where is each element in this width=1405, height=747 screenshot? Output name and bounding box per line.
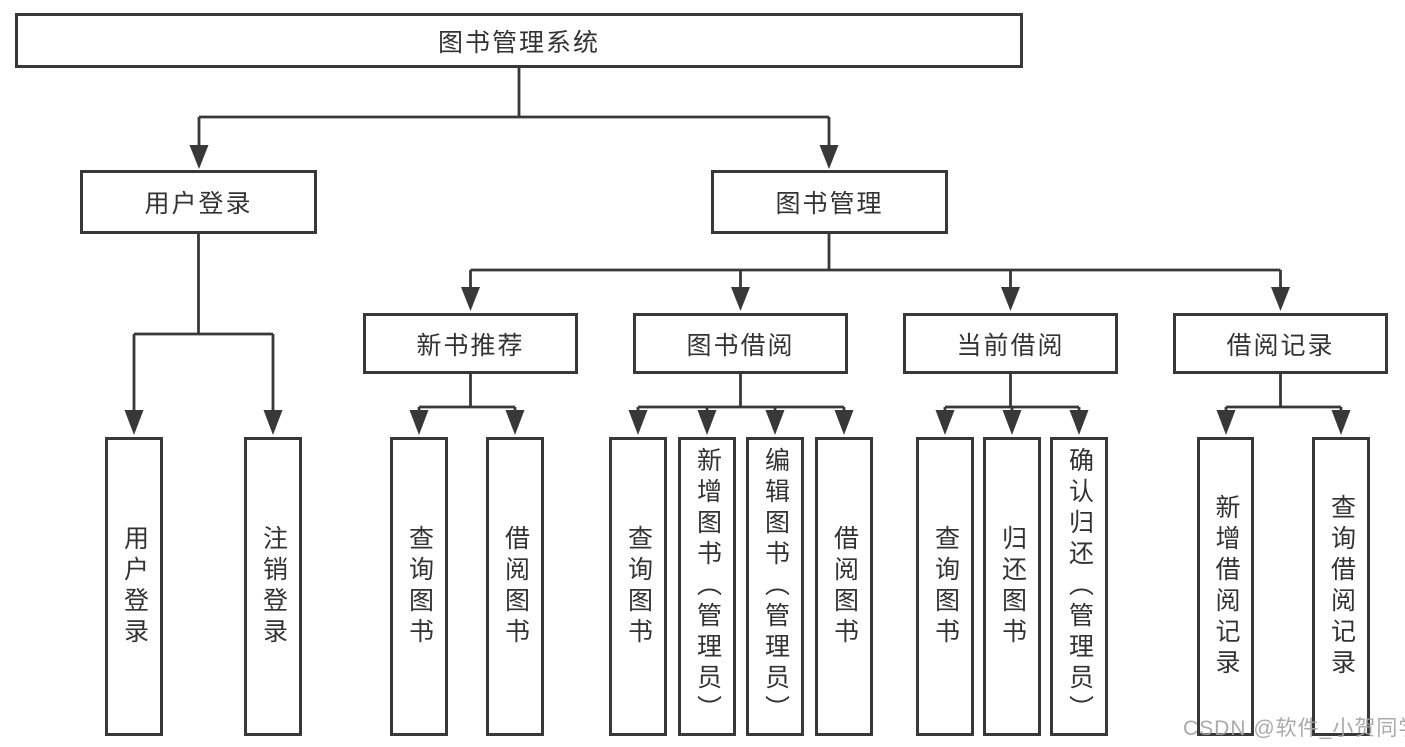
csdn-watermark: CSDN @软件_小贺同学 xyxy=(1183,717,1405,740)
leaf-label: 注销登录 xyxy=(259,524,288,649)
leaf-user-login: 用户登录 xyxy=(105,437,163,736)
leaf-query-books-current: 查询图书 xyxy=(916,437,974,736)
leaf-label: 新增图书（管理员） xyxy=(693,447,722,726)
leaf-label: 查询借阅记录 xyxy=(1327,493,1356,680)
arrowhead-icons xyxy=(124,145,1351,435)
leaf-logout: 注销登录 xyxy=(244,437,302,736)
leaf-add-borrow-record: 新增借阅记录 xyxy=(1197,437,1254,736)
leaf-label: 查询图书 xyxy=(624,524,653,649)
leaf-borrow-books: 借阅图书 xyxy=(815,437,873,736)
leaf-return-books: 归还图书 xyxy=(983,437,1041,736)
node-book-management: 图书管理 xyxy=(711,170,948,234)
leaf-label: 用户登录 xyxy=(120,524,149,649)
leaf-label: 编辑图书（管理员） xyxy=(761,447,790,726)
leaf-label: 归还图书 xyxy=(998,524,1027,649)
leaf-label: 查询图书 xyxy=(931,524,960,649)
leaf-query-books-recommend: 查询图书 xyxy=(390,437,448,736)
leaf-add-books-admin: 新增图书（管理员） xyxy=(678,437,736,736)
leaf-label: 新增借阅记录 xyxy=(1212,493,1240,680)
leaf-borrow-books-recommend: 借阅图书 xyxy=(486,437,544,736)
node-book-borrowing: 图书借阅 xyxy=(633,313,848,374)
node-user-login: 用户登录 xyxy=(80,170,317,234)
node-borrowing-records: 借阅记录 xyxy=(1173,313,1388,374)
leaf-edit-books-admin: 编辑图书（管理员） xyxy=(746,437,804,736)
node-library-management-system: 图书管理系统 xyxy=(15,13,1023,68)
tree-edges xyxy=(132,68,1343,411)
leaf-confirm-return-admin: 确认归还（管理员） xyxy=(1050,437,1108,736)
leaf-label: 确认归还（管理员） xyxy=(1065,447,1094,726)
leaf-label: 借阅图书 xyxy=(830,524,859,649)
node-current-borrowing: 当前借阅 xyxy=(903,313,1118,374)
leaf-label: 借阅图书 xyxy=(501,524,530,649)
leaf-query-borrow-record: 查询借阅记录 xyxy=(1312,437,1370,736)
node-new-book-recommend: 新书推荐 xyxy=(363,313,578,374)
leaf-query-books-borrowing: 查询图书 xyxy=(609,437,667,736)
leaf-label: 查询图书 xyxy=(405,524,434,649)
